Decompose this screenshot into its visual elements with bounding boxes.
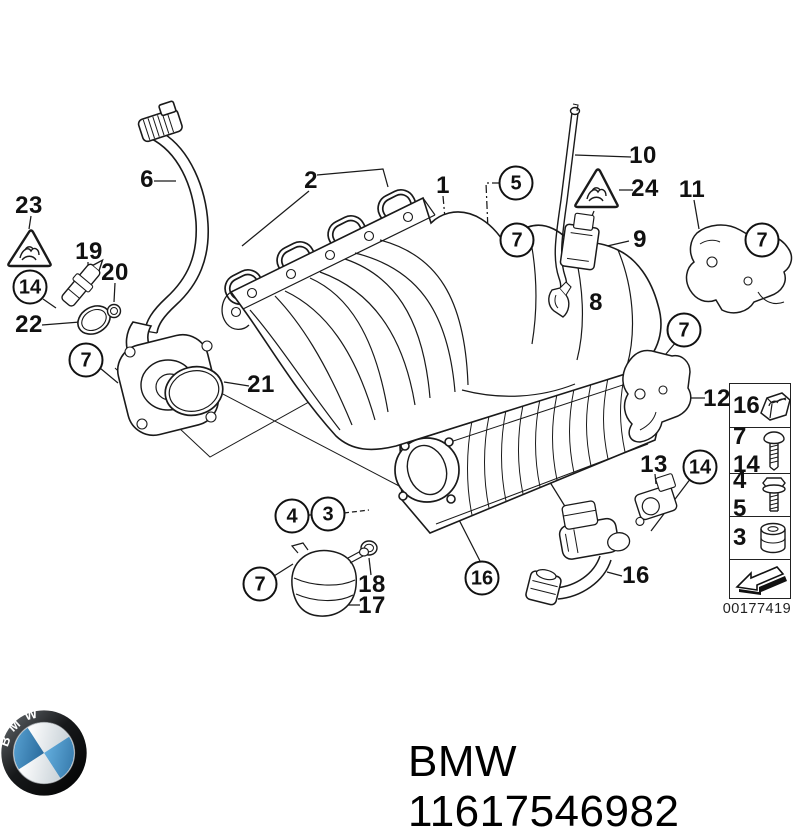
rubber-grommet-icon (756, 520, 790, 556)
cable-clip-icon (757, 387, 793, 425)
legend-label: 16 (733, 391, 760, 419)
o-ring-20-drawing (106, 303, 122, 319)
intake-manifold-upper-drawing (221, 196, 662, 451)
legend-label: 14 (733, 450, 760, 478)
legend-label: 3 (733, 524, 747, 552)
bracket-11-drawing (685, 224, 793, 314)
o-ring-21-drawing (164, 365, 224, 417)
warning-triangle-23-icon (7, 229, 52, 268)
brand-name: BMW (408, 737, 518, 786)
legend-row-16: 16 (730, 384, 793, 428)
bmw-logo: BMW (0, 706, 87, 796)
part-number-caption: BMW 11617546982 (408, 737, 800, 837)
bmw-logo-quarters: BMW (0, 706, 74, 783)
legend-label: 4 (733, 467, 747, 495)
legend-label: 7 (733, 422, 747, 450)
fastener-legend: 16 7 14 4 5 (729, 383, 791, 560)
hose-clamp-drawing (137, 100, 183, 143)
holder-clip-8-drawing (548, 281, 572, 318)
legend-row-3: 3 (730, 517, 790, 559)
front-direction-arrow (729, 559, 791, 599)
legend-label: 5 (733, 495, 747, 522)
hex-flange-bolt-icon (757, 475, 790, 515)
sensor-13-drawing (634, 473, 678, 526)
sensor-19-drawing (61, 258, 104, 307)
warning-triangle-24-icon (574, 168, 619, 209)
o-ring-22-drawing (77, 305, 111, 335)
bracket-12-drawing (622, 349, 692, 443)
exploded-view-drawing (7, 100, 793, 617)
vacuum-actuator-17-drawing (290, 542, 370, 617)
legend-row-7-14: 7 14 (730, 423, 790, 478)
drawing-number: 00177419 (722, 601, 792, 617)
vent-valve-16-drawing (525, 500, 631, 606)
part-number: 11617546982 (408, 787, 680, 836)
legend-row-4-5: 4 5 (730, 467, 790, 522)
pan-head-screw-icon (757, 430, 790, 472)
sensor-9-drawing (559, 212, 600, 271)
vent-hose-drawing (137, 100, 210, 334)
